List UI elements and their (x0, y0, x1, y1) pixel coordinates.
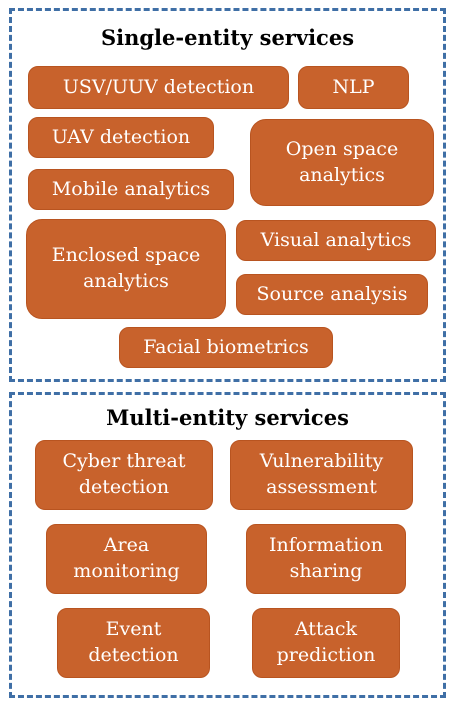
mobile-analytics-label: Mobile analytics (51, 177, 211, 200)
facial-biometrics-label: Facial biometrics (143, 335, 309, 358)
multi-entity-panel: Multi-entity services Cyber threat detec… (9, 392, 446, 698)
event-detection-label: Event detection (88, 618, 179, 666)
uav-detection-label: UAV detection (51, 125, 191, 148)
multi-entity-title: Multi-entity services (106, 405, 349, 430)
information-sharing-label: Information sharing (268, 534, 384, 582)
source-analysis-label: Source analysis (256, 282, 408, 305)
single-entity-title: Single-entity services (100, 25, 355, 50)
nlp-label: NLP (332, 75, 375, 98)
open-space-analytics-box: Open space analytics (250, 119, 434, 206)
single-entity-panel: Single-entity services USV/UUV detection… (9, 8, 446, 382)
uav-detection-box: UAV detection (28, 117, 214, 158)
nlp-box: NLP (298, 66, 409, 109)
enclosed-space-analytics-label: Enclosed space analytics (51, 244, 201, 292)
open-space-analytics-label: Open space analytics (285, 137, 399, 186)
source-analysis-box: Source analysis (236, 274, 428, 315)
attack-prediction-box: Attack prediction (252, 608, 400, 678)
vulnerability-assessment-box: Vulnerability assessment (230, 440, 413, 510)
vulnerability-assessment-label: Vulnerability assessment (259, 450, 384, 498)
cyber-threat-detection-label: Cyber threat detection (62, 450, 186, 498)
information-sharing-box: Information sharing (246, 524, 406, 594)
visual-analytics-label: Visual analytics (260, 228, 412, 251)
visual-analytics-box: Visual analytics (236, 220, 436, 261)
cyber-threat-detection-box: Cyber threat detection (35, 440, 213, 510)
mobile-analytics-box: Mobile analytics (28, 169, 234, 210)
event-detection-box: Event detection (57, 608, 210, 678)
facial-biometrics-box: Facial biometrics (119, 327, 333, 368)
enclosed-space-analytics-box: Enclosed space analytics (26, 219, 226, 319)
usv-uuv-detection-box: USV/UUV detection (28, 66, 289, 109)
area-monitoring-box: Area monitoring (46, 524, 207, 594)
area-monitoring-label: Area monitoring (73, 534, 180, 582)
usv-uuv-detection-label: USV/UUV detection (62, 75, 255, 98)
attack-prediction-label: Attack prediction (276, 618, 376, 666)
